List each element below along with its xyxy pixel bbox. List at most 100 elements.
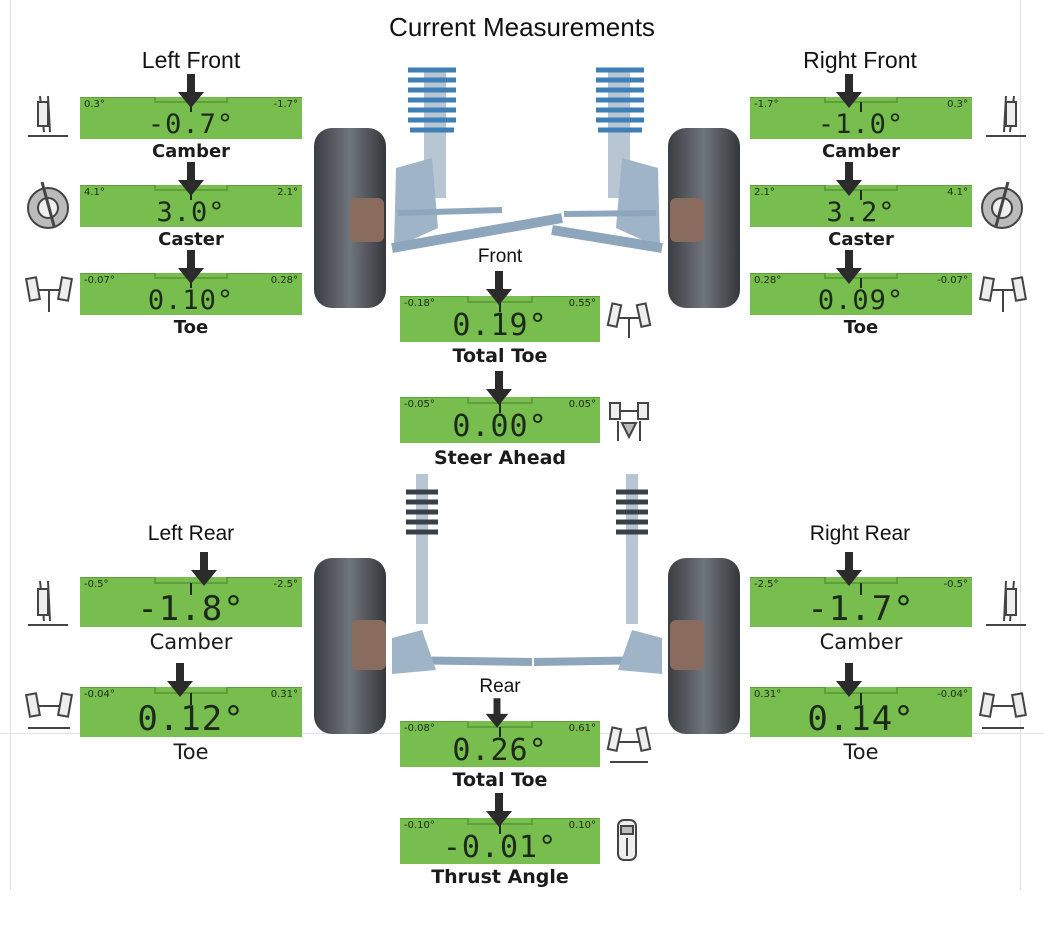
gauge-max: 0.05°	[568, 399, 596, 410]
arrow-down-icon	[836, 552, 862, 586]
gauge-min: 0.31°	[754, 689, 782, 700]
arrow-down-icon	[191, 552, 217, 586]
gauge-min: -0.18°	[404, 298, 435, 309]
caster-icon	[981, 181, 1023, 229]
gauge-max: -0.04°	[937, 689, 968, 700]
arrow-down-icon	[836, 250, 862, 284]
gauge-max: -0.5°	[943, 579, 968, 590]
right-front-caster-gauge: 2.1° 4.1° 3.2°	[750, 185, 972, 228]
gauge-band	[80, 577, 302, 595]
caster-icon	[27, 181, 69, 229]
gauge-min: -1.7°	[754, 99, 779, 110]
rear-total-toe-gauge: -0.08° 0.61° 0.26°	[400, 721, 600, 768]
toe-icon	[979, 276, 1027, 312]
gauge-min: -0.04°	[84, 689, 115, 700]
steer-ahead-icon	[609, 402, 649, 441]
rear-suspension-icon	[314, 474, 740, 734]
gauge-min: 0.28°	[754, 275, 782, 286]
gauge-label: Steer Ahead	[433, 447, 567, 469]
total-toe-icon	[606, 302, 652, 338]
gauge-value: -1.7°	[807, 589, 915, 629]
thrust-angle-icon	[617, 819, 637, 861]
gauge-max: -1.7°	[273, 99, 298, 110]
toe-icon	[25, 692, 73, 729]
gauge-band	[80, 687, 302, 705]
page-title: Current Measurements	[389, 12, 655, 42]
arrow-down-icon	[486, 793, 512, 827]
gauge-band	[750, 97, 972, 112]
right-rear-toe-gauge: 0.31° -0.04° 0.14°	[750, 687, 972, 739]
gauge-band	[400, 721, 600, 737]
gauge-max: -0.07°	[937, 275, 968, 286]
left-rear-label: Left Rear	[147, 522, 235, 545]
gauge-value: 0.19°	[452, 308, 548, 343]
arrow-down-icon	[836, 162, 862, 196]
grid-line	[10, 0, 11, 890]
arrow-down-icon	[486, 371, 512, 405]
gauge-band	[750, 185, 972, 200]
gauge-min: 0.3°	[84, 99, 105, 110]
gauge-value: -1.0°	[817, 109, 905, 140]
gauge-label: Toe	[173, 317, 209, 338]
gauge-value: -0.01°	[442, 830, 558, 865]
gauge-band	[750, 273, 972, 288]
gauge-max: 0.28°	[270, 275, 298, 286]
gauge-label: Caster	[158, 229, 224, 250]
gauge-label: Camber	[821, 141, 901, 162]
rear-label: Rear	[479, 676, 521, 697]
left-front-camber-gauge: 0.3° -1.7° -0.7°	[80, 97, 302, 140]
left-rear-camber-gauge: -0.5° -2.5° -1.8°	[80, 577, 302, 629]
steer-ahead-gauge: -0.05° 0.05° 0.00°	[400, 397, 600, 444]
gauge-min: -2.5°	[754, 579, 779, 590]
arrow-down-icon	[486, 271, 512, 305]
gauge-max: 0.10°	[568, 820, 596, 831]
total-toe-icon	[606, 726, 652, 763]
left-front-label: Left Front	[141, 47, 241, 73]
right-rear-camber-gauge: -2.5° -0.5° -1.7°	[750, 577, 972, 629]
toe-icon	[979, 692, 1027, 729]
gauge-min: -0.5°	[84, 579, 109, 590]
gauge-max: 0.55°	[568, 298, 596, 309]
arrow-down-icon	[178, 250, 204, 284]
grid-line	[1020, 0, 1021, 890]
gauge-label: Toe	[843, 317, 879, 338]
toe-icon	[25, 276, 73, 312]
gauge-label: Total Toe	[452, 345, 548, 367]
gauge-max: 0.61°	[568, 723, 596, 734]
gauge-label: Camber	[819, 630, 903, 654]
gauge-label: Total Toe	[452, 769, 548, 791]
gauge-label: Caster	[828, 229, 894, 250]
gauge-value: 0.00°	[452, 409, 548, 444]
gauge-value: -1.8°	[137, 589, 245, 629]
gauge-value: -0.7°	[147, 109, 235, 140]
right-front-toe-gauge: 0.28° -0.07° 0.09°	[750, 273, 972, 316]
gauge-max: 4.1°	[947, 187, 968, 198]
left-rear-toe-gauge: -0.04° 0.31° 0.12°	[80, 687, 302, 739]
gauge-value: 3.0°	[156, 197, 226, 228]
gauge-value: 0.26°	[452, 733, 548, 768]
gauge-value: 0.10°	[147, 285, 235, 316]
gauge-min: 4.1°	[84, 187, 105, 198]
gauge-value: 0.14°	[807, 699, 915, 739]
gauge-min: -0.10°	[404, 820, 435, 831]
right-front-label: Right Front	[803, 47, 917, 73]
gauge-band	[750, 687, 972, 705]
right-front-camber-gauge: -1.7° 0.3° -1.0°	[750, 97, 972, 140]
gauge-value: 0.09°	[817, 285, 905, 316]
gauge-min: -0.05°	[404, 399, 435, 410]
gauge-max: -2.5°	[273, 579, 298, 590]
gauge-value: 0.12°	[137, 699, 245, 739]
camber-icon	[986, 95, 1026, 137]
gauge-label: Camber	[149, 630, 233, 654]
gauge-label: Thrust Angle	[431, 866, 569, 888]
right-rear-label: Right Rear	[809, 522, 911, 545]
front-suspension-icon	[314, 67, 740, 308]
front-label: Front	[477, 246, 523, 267]
camber-icon	[28, 95, 68, 137]
gauge-max: 0.3°	[947, 99, 968, 110]
gauge-max: 2.1°	[277, 187, 298, 198]
gauge-min: 2.1°	[754, 187, 775, 198]
gauge-min: -0.08°	[404, 723, 435, 734]
arrow-down-icon	[836, 663, 862, 697]
arrow-down-icon	[178, 74, 204, 108]
